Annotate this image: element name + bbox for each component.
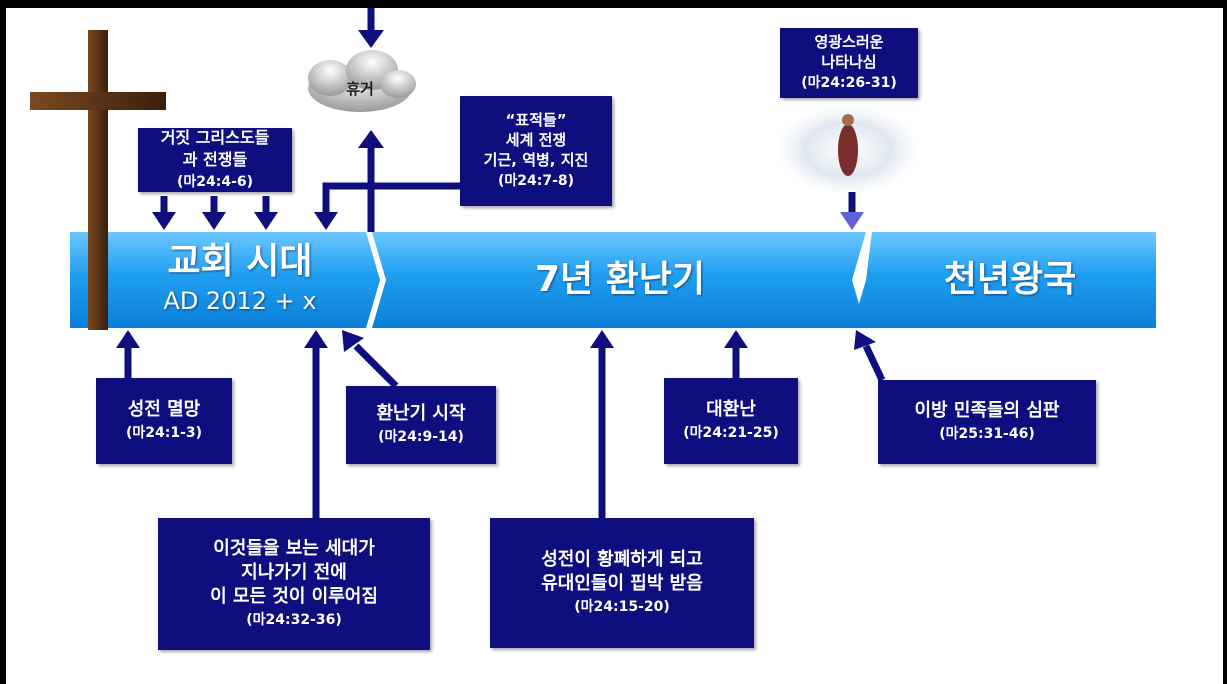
nations-judgment-ref: (마25:31-46) [939,426,1035,442]
desolation-line1: 성전이 황폐하게 되고 [541,549,703,570]
great-tribulation-ref: (마24:21-25) [683,425,779,441]
church-age-sub: AD 2012 + x [163,287,317,315]
desolation-box: 성전이 황폐하게 되고 유대인들이 핍박 받음 (마24:15-20) [490,518,754,648]
arrowhead [304,330,328,348]
glorious-appearing-box: 영광스러운 나타나심 (마24:26-31) [780,28,918,98]
arrowhead [152,212,176,230]
arrowhead [254,212,278,230]
millennium-label: 천년왕국 [943,259,1077,300]
glorious-ref: (마24:26-31) [801,75,897,91]
arrowhead [840,212,864,230]
generation-line1: 이것들을 보는 세대가 [213,538,375,559]
band-tribulation [372,232,866,328]
generation-line2: 지나가기 전에 [241,562,347,583]
glorious-line2: 나타나심 [821,53,877,71]
generation-ref: (마24:32-36) [246,612,342,628]
arrowhead [314,212,338,230]
signs-line3: 기근, 역병, 지진 [483,151,589,169]
temple-destruction-line1: 성전 멸망 [127,399,201,420]
cross-icon [30,30,166,330]
signs-ref: (마24:7-8) [497,173,575,189]
generation-line3: 이 모든 것이 이루어짐 [210,586,378,607]
arrowhead [342,330,364,352]
temple-destruction-box: 성전 멸망 (마24:1-3) [96,378,232,464]
nations-judgment-line1: 이방 민족들의 심판 [914,400,1060,421]
arrowhead [202,212,226,230]
tribulation-start-line1: 환난기 시작 [376,403,466,424]
desolation-line2: 유대인들이 핍박 받음 [541,573,703,594]
tribulation-start-box: 환난기 시작 (마24:9-14) [346,386,496,464]
arrowhead [724,330,748,348]
church-age-label: 교회 시대 [167,241,313,282]
desolation-ref: (마24:15-20) [574,599,670,615]
arrowhead [116,330,140,348]
generation-box: 이것들을 보는 세대가 지나가기 전에 이 모든 것이 이루어짐 (마24:32… [158,518,430,650]
false-christs-box: 거짓 그리스도들 과 전쟁들 (마24:4-6) [138,128,292,192]
glorious-appearing-image [768,100,928,200]
arrowhead [590,330,614,348]
band-church-age [70,232,380,328]
great-tribulation-line1: 대환난 [706,399,756,420]
band-millennium [852,232,1156,328]
tribulation-label: 7년 환난기 [534,259,706,300]
cloud-icon [308,50,416,112]
great-tribulation-box: 대환난 (마24:21-25) [664,378,798,464]
arrowhead [854,330,876,350]
temple-destruction-ref: (마24:1-3) [125,425,203,441]
false-christs-line2: 과 전쟁들 [182,150,248,169]
arrowhead [358,30,384,48]
false-christs-line1: 거짓 그리스도들 [160,128,270,147]
arrowhead [358,130,384,148]
false-christs-ref: (마24:4-6) [176,174,254,190]
nations-judgment-box: 이방 민족들의 심판 (마25:31-46) [878,380,1096,464]
glorious-line1: 영광스러운 [814,33,884,51]
signs-box: “표적들” 세계 전쟁 기근, 역병, 지진 (마24:7-8) [460,96,612,206]
tribulation-start-ref: (마24:9-14) [378,429,464,445]
signs-line2: 세계 전쟁 [505,131,567,149]
rapture-label: 휴거 [346,80,374,98]
signs-line1: “표적들” [505,111,567,129]
